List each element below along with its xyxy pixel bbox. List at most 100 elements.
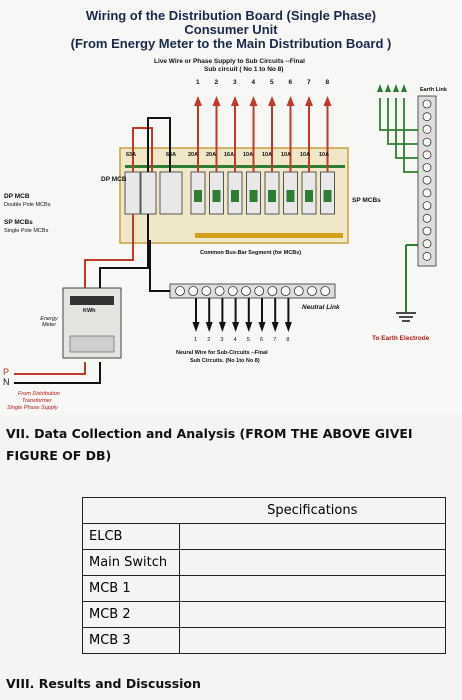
busbar-label: Common Bus-Bar Segment (for MCBs) bbox=[200, 250, 302, 256]
section-7-heading-line1: VII. Data Collection and Analysis (FROM … bbox=[6, 426, 413, 441]
mcb-rating: 10A bbox=[281, 152, 292, 158]
table-row: ELCB bbox=[82, 523, 446, 550]
table-row: Main Switch bbox=[82, 549, 446, 576]
top-loop-live bbox=[132, 127, 153, 172]
diagram-subtitle-1: Consumer Unit bbox=[184, 22, 278, 37]
neutral-terminal bbox=[227, 286, 238, 296]
row-value[interactable] bbox=[179, 523, 446, 550]
earth-link-label: Earth Link bbox=[420, 87, 447, 93]
diagram-title: Wiring of the Distribution Board (Single… bbox=[85, 8, 377, 23]
top-loop-neutral bbox=[147, 117, 171, 172]
dp-mcb-2 bbox=[140, 171, 157, 215]
earth-terminal bbox=[422, 175, 432, 185]
earth-terminal bbox=[422, 188, 432, 198]
neutral-terminal bbox=[175, 286, 185, 296]
table-row: MCB 2 bbox=[82, 601, 446, 628]
earth-link-bar bbox=[377, 84, 437, 267]
row-label: MCB 3 bbox=[82, 627, 180, 654]
mcb-toggle bbox=[194, 190, 202, 202]
neutral-arrow bbox=[284, 322, 292, 332]
row-value[interactable] bbox=[179, 627, 446, 654]
section-8-heading: VIII. Results and Discussion bbox=[6, 676, 201, 691]
table-row: MCB 1 bbox=[82, 575, 446, 602]
top-number: 6 bbox=[288, 79, 293, 86]
neutral-wires bbox=[192, 298, 292, 332]
earth-terminal bbox=[422, 124, 432, 134]
neutral-arrow bbox=[205, 322, 213, 332]
mcb-rating: 10A bbox=[319, 152, 330, 158]
meter-to-dp-phase bbox=[84, 214, 134, 288]
earth-terminal bbox=[422, 201, 432, 211]
live-wire-label-1: Live Wire or Phase Supply to Sub Circuit… bbox=[154, 58, 305, 65]
live-arrow bbox=[323, 96, 332, 106]
neutral-terminal bbox=[280, 286, 291, 296]
live-arrow bbox=[212, 96, 221, 106]
neutral-arrow bbox=[258, 322, 266, 332]
neutral-terminal bbox=[188, 286, 199, 296]
table-row: MCB 3 bbox=[82, 627, 446, 654]
top-number: 8 bbox=[325, 79, 330, 86]
top-number: 3 bbox=[233, 79, 237, 86]
common-busbar bbox=[195, 233, 343, 238]
mcb-rating: 63A bbox=[126, 152, 137, 158]
bottom-number: 1 bbox=[194, 337, 198, 343]
neutral-terminal bbox=[307, 286, 317, 296]
neutral-terminal bbox=[293, 286, 304, 296]
mcb-toggle bbox=[212, 190, 221, 202]
earth-arrow bbox=[385, 84, 391, 92]
neutral-arrow bbox=[232, 322, 240, 332]
mcb-toggle bbox=[305, 190, 313, 202]
phase-label: P bbox=[3, 367, 10, 377]
earth-wire-4 bbox=[403, 98, 418, 173]
earth-terminal bbox=[422, 163, 432, 172]
dp-mcb-sublabel: Double Pole MCBs bbox=[4, 202, 51, 208]
earth-terminal bbox=[422, 213, 432, 223]
phase-wire bbox=[14, 362, 86, 375]
row-label: Main Switch bbox=[82, 549, 180, 576]
neutral-wire-label-1: Neural Wire for Sub-Circuits --Final bbox=[176, 350, 268, 356]
earth-terminal bbox=[422, 137, 432, 147]
live-wires bbox=[194, 96, 332, 172]
earth-wire-2 bbox=[387, 98, 418, 145]
earth-terminal bbox=[422, 239, 432, 249]
earth-terminal bbox=[422, 251, 432, 261]
mcb-rating: 10A bbox=[262, 152, 273, 158]
row-value[interactable] bbox=[179, 549, 446, 576]
row-label: ELCB bbox=[82, 523, 180, 550]
mcb-toggle bbox=[323, 190, 332, 202]
sp-mcbs-right-label: SP MCBs bbox=[352, 197, 381, 204]
row-value[interactable] bbox=[179, 601, 446, 628]
earth-electrode-label: To Earth Electrode bbox=[372, 335, 430, 342]
specifications-table: Specifications ELCB Main Switch MCB 1 MC… bbox=[82, 497, 446, 654]
earth-wire-1 bbox=[379, 98, 418, 131]
from-distribution-3: Single Phase Supply bbox=[7, 405, 58, 411]
sp-mcb-sublabel: Single Pole MCBs bbox=[4, 228, 49, 234]
elcb bbox=[159, 171, 183, 215]
live-wire-label-2: Sub circuit ( No 1 to No 8) bbox=[204, 66, 284, 73]
top-number: 1 bbox=[196, 79, 200, 86]
earth-arrow bbox=[401, 84, 407, 92]
earth-electrode-symbol bbox=[396, 312, 416, 322]
live-arrow bbox=[249, 96, 258, 106]
earth-terminal bbox=[422, 150, 432, 160]
dp-mcb-label: DP MCB bbox=[4, 193, 30, 200]
dp-to-neutral-link bbox=[149, 240, 170, 292]
mcb-rating: 10A bbox=[300, 152, 311, 158]
bottom-number: 2 bbox=[207, 337, 211, 343]
earth-terminal bbox=[422, 112, 432, 122]
neutral-arrow bbox=[271, 322, 279, 332]
neutral-label: N bbox=[3, 377, 10, 387]
earth-arrow bbox=[393, 84, 399, 92]
neutral-wire-label-2: Sub Circuits. (No 1to No 8) bbox=[190, 358, 260, 364]
row-value[interactable] bbox=[179, 575, 446, 602]
sp-mcb-label: SP MCBs bbox=[4, 219, 33, 226]
live-arrow bbox=[286, 96, 295, 106]
row-label: MCB 2 bbox=[82, 601, 180, 628]
section-7-heading-line2: FIGURE OF DB) bbox=[6, 448, 112, 463]
mcb-rating: 10A bbox=[243, 152, 254, 158]
neutral-link-label: Neutral Link bbox=[302, 304, 340, 311]
live-arrow bbox=[231, 96, 239, 106]
earth-wire-3 bbox=[395, 98, 418, 159]
dp-mcb-1 bbox=[124, 171, 141, 215]
live-arrow bbox=[305, 96, 313, 106]
